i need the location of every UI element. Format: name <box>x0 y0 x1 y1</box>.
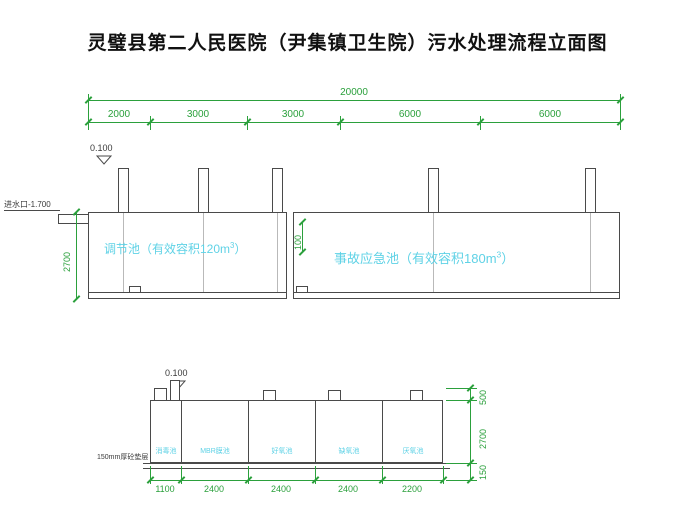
extension-line <box>150 466 151 484</box>
vent-stub <box>170 380 180 401</box>
dim-line-gap <box>302 222 303 252</box>
tank-floor-line <box>88 292 287 293</box>
extension-line <box>446 388 477 389</box>
drawing-title: 灵璧县第二人民医院（尹集镇卫生院）污水处理流程立面图 <box>87 33 608 54</box>
emergency-tank-outline <box>293 212 620 299</box>
label-close: ） <box>501 251 515 266</box>
compartment-divider <box>248 400 249 463</box>
tank-floor-line <box>293 292 620 293</box>
extension-line <box>620 94 621 130</box>
dim-tick <box>72 295 81 303</box>
elevation-triangle-icon <box>96 155 112 165</box>
extension-line <box>446 480 477 481</box>
sump <box>129 286 141 293</box>
vent-stub <box>198 168 209 213</box>
vent-stub <box>585 168 596 213</box>
dim-line-bottom <box>150 480 443 481</box>
dim-label-right: 2700 <box>478 428 488 449</box>
label-sup: 3 <box>496 249 502 260</box>
extension-line <box>446 400 477 401</box>
dim-label-right: 150 <box>478 464 488 480</box>
internal-column <box>203 213 204 292</box>
dim-label: 2400 <box>337 484 359 494</box>
extension-line <box>181 466 182 484</box>
dim-label: 3000 <box>186 109 210 120</box>
dim-label: 3000 <box>281 109 305 120</box>
extension-line <box>443 466 444 484</box>
dim-label: 2000 <box>107 109 131 120</box>
leader-line <box>4 210 60 211</box>
sump <box>296 286 308 293</box>
internal-column <box>590 213 591 292</box>
process-tank-outline <box>150 400 443 463</box>
extension-line <box>150 116 151 130</box>
dim-label-gap: 100 <box>293 234 303 250</box>
compartment-divider <box>382 400 383 463</box>
compartment-divider <box>181 400 182 463</box>
emergency-tank-label: 事故应急池（有效容积180m3） <box>334 248 514 267</box>
dim-label-total: 20000 <box>340 87 368 98</box>
dim-line-height <box>76 212 77 299</box>
base-note: 150mm厚砼垫层 <box>97 454 149 461</box>
label-text: 调节池（有效容积120m <box>104 242 231 256</box>
internal-column <box>433 213 434 292</box>
internal-column <box>277 213 278 292</box>
extension-line <box>88 94 89 130</box>
internal-column <box>123 213 124 292</box>
extension-line <box>382 466 383 484</box>
vent-stub <box>118 168 129 213</box>
dim-line-right <box>470 388 471 480</box>
extension-line <box>247 116 248 130</box>
dim-label-height: 2700 <box>62 251 72 272</box>
dim-label: 2400 <box>203 484 225 494</box>
dim-label: 6000 <box>398 109 422 120</box>
inlet-label: 进水口-1.700 <box>4 200 51 209</box>
compartment-label: MBR膜池 <box>200 448 230 455</box>
compartment-label: 厌氧池 <box>402 448 424 455</box>
dim-line-total <box>88 100 620 101</box>
dim-label-right: 500 <box>478 389 488 405</box>
label-sup: 3 <box>230 241 235 250</box>
elevation-label: 0.100 <box>90 143 113 153</box>
extension-line <box>340 116 341 130</box>
extension-line <box>248 466 249 484</box>
vent-stub <box>272 168 283 213</box>
dim-label: 1100 <box>155 484 175 494</box>
compartment-label: 消毒池 <box>155 448 177 455</box>
vent-stub <box>428 168 439 213</box>
regulating-tank-outline <box>88 212 287 299</box>
extension-line <box>480 116 481 130</box>
regulating-tank-label: 调节池（有效容积120m3） <box>104 240 246 257</box>
label-text: 事故应急池（有效容积180m <box>334 251 497 266</box>
extension-line <box>446 463 477 464</box>
compartment-divider <box>315 400 316 463</box>
extension-line <box>315 466 316 484</box>
base-slab-bottom <box>143 468 450 469</box>
label-close: ） <box>234 242 247 256</box>
dim-label: 2200 <box>401 484 423 494</box>
elevation-label: 0.100 <box>165 368 188 378</box>
dim-line-segments <box>88 122 620 123</box>
dim-label: 2400 <box>270 484 292 494</box>
base-slab-top <box>143 463 450 464</box>
compartment-label: 好氧池 <box>271 448 293 455</box>
dim-label: 6000 <box>538 109 562 120</box>
compartment-label: 缺氧池 <box>338 448 360 455</box>
